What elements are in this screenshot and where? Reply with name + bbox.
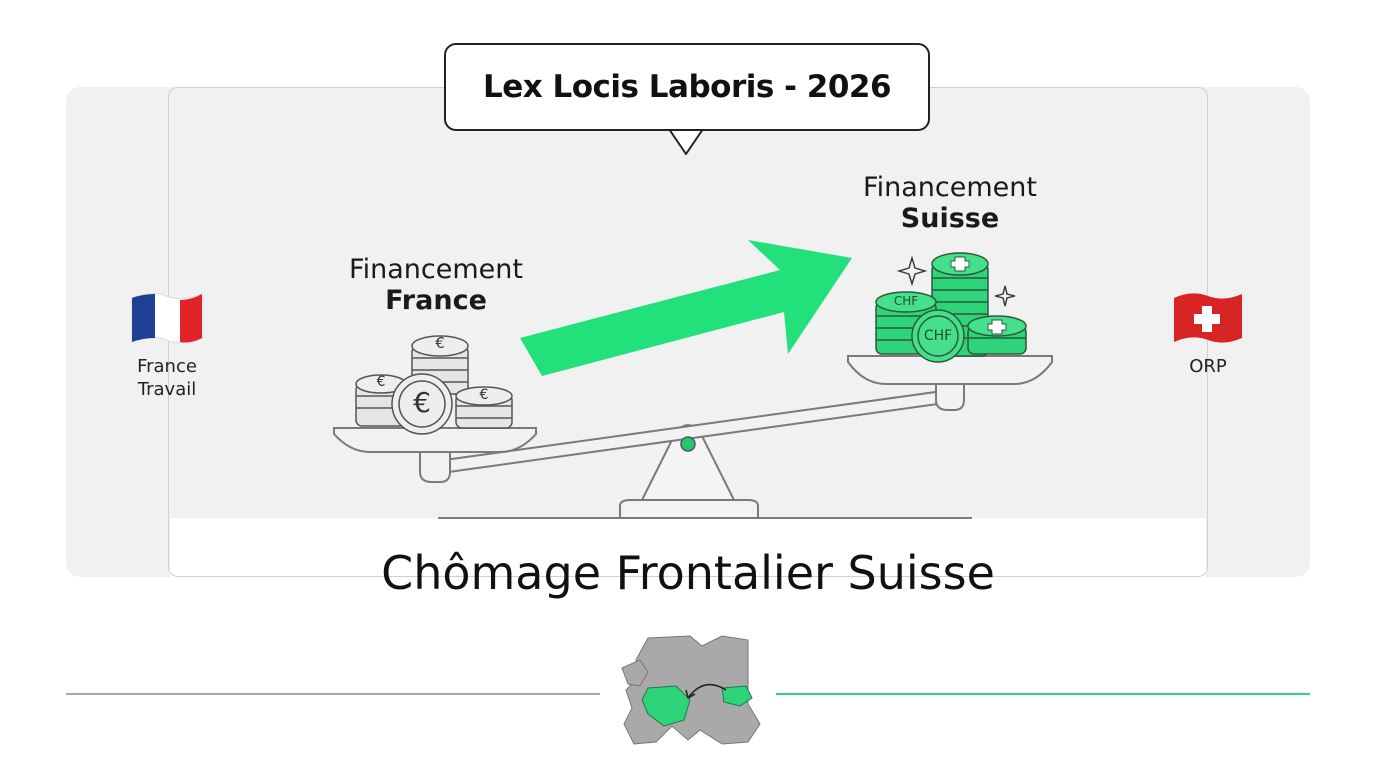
pivot-dot — [680, 436, 696, 452]
euro-coin-symbol-right: € — [479, 387, 489, 403]
coin-cross-marks — [950, 256, 1007, 335]
callout-tail — [668, 128, 704, 155]
left-funding-line1: Financement — [349, 254, 523, 285]
right-funding-line1: Financement — [863, 172, 1037, 203]
left-pan — [333, 427, 537, 453]
chf-coin-stacks — [875, 252, 1027, 363]
header-title: Lex Locis Laboris - 2026 — [482, 69, 892, 105]
left-funding-label: Financement France — [318, 254, 554, 316]
right-funding-label: Financement Suisse — [832, 172, 1068, 234]
right-funding-line2: Suisse — [900, 203, 1000, 234]
left-funding-line2: France — [385, 285, 487, 316]
transfer-arrow-icon — [520, 240, 852, 376]
sparkle-icons — [896, 255, 1016, 307]
france-agency-line1: France — [137, 356, 197, 377]
chf-coin-symbol-stack: CHF — [893, 294, 919, 308]
swiss-agency-label: ORP — [1189, 356, 1227, 377]
euro-coin-symbol-left: € — [376, 374, 386, 390]
header-callout: Lex Locis Laboris - 2026 — [444, 43, 930, 131]
euro-coin-symbol-back: € — [435, 334, 445, 352]
france-agency-label: France Travail — [112, 355, 222, 401]
right-pan — [847, 355, 1053, 385]
france-agency-line2: Travail — [137, 379, 197, 400]
swiss-flag-icon — [1174, 293, 1242, 343]
euro-coin-symbol-main: € — [413, 386, 431, 419]
france-flag-icon — [131, 292, 203, 344]
right-pan-hanger — [935, 383, 965, 411]
euro-coin-stacks — [355, 335, 513, 435]
chf-coin-symbol-main: CHF — [923, 328, 953, 344]
footer-title: Chômage Frontalier Suisse — [381, 546, 995, 600]
scale-base — [619, 499, 759, 519]
left-pan-hanger — [419, 451, 451, 483]
europe-map-icon — [621, 635, 761, 745]
footer-band — [170, 518, 1206, 578]
